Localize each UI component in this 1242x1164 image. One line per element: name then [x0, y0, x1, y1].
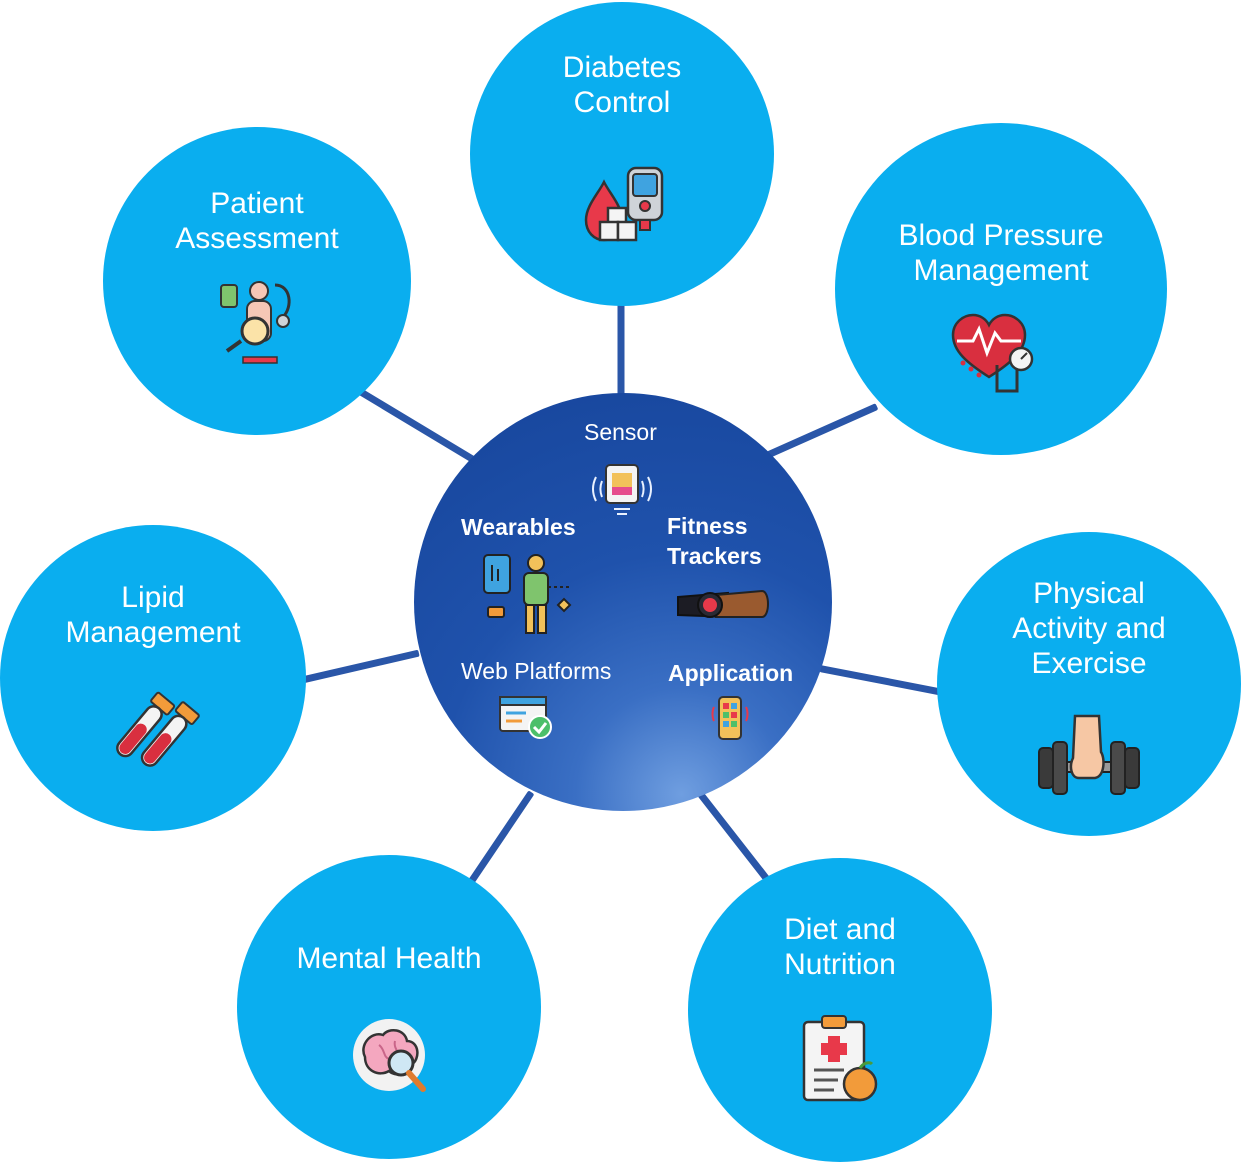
node-diet-label: Diet and Nutrition	[688, 912, 992, 982]
sensor-chip-icon	[592, 464, 652, 515]
node-diabetes-line-2: Control	[573, 86, 671, 119]
node-physical-label: Physical Activity and Exercise	[937, 576, 1241, 681]
node-patient-line-1: Patient	[210, 187, 304, 220]
hub-sensor-label: Sensor	[584, 419, 657, 445]
connector-lipid	[299, 649, 420, 684]
node-diet-line-1: Diet and	[784, 913, 896, 946]
hub-fitness-line-2: Trackers	[667, 543, 762, 569]
central-hub: Sensor Wearables Fitness Trackers	[414, 393, 832, 811]
node-diabetes-control: Diabetes Control	[470, 2, 774, 306]
node-lipid-line-2: Management	[65, 616, 241, 649]
node-physical-line-1: Physical	[1033, 577, 1145, 610]
glucose-meter-icon	[584, 166, 664, 242]
node-lipid-management: Lipid Management	[0, 525, 306, 831]
clipboard-apple-icon	[802, 1015, 878, 1102]
node-blood-pressure-management: Blood Pressure Management	[835, 123, 1167, 455]
connector-physical	[819, 665, 941, 696]
node-blood-pressure-line-2: Management	[913, 254, 1089, 287]
node-diabetes-label: Diabetes Control	[470, 50, 774, 120]
hub-fitness-trackers-label: Fitness Trackers	[667, 511, 762, 571]
connector-mental	[467, 790, 535, 886]
mobile-app-icon	[711, 696, 749, 740]
hub-application-label: Application	[668, 660, 794, 686]
connector-blood-pressure	[758, 403, 879, 462]
node-patient-assessment: Patient Assessment	[103, 127, 411, 435]
node-diabetes-line-1: Diabetes	[562, 51, 682, 84]
patient-examination-icon	[220, 281, 291, 364]
connector-patient	[358, 388, 482, 467]
node-blood-pressure-label: Blood Pressure Management	[835, 218, 1167, 288]
node-mental-health: Mental Health	[237, 855, 541, 1159]
hub-wearables-label: Wearables	[461, 514, 576, 540]
node-physical-line-2: Activity and	[1012, 612, 1166, 645]
wearable-person-icon	[483, 554, 572, 634]
node-lipid-line-1: Lipid	[121, 581, 185, 614]
node-patient-line-2: Assessment	[175, 222, 339, 255]
web-platform-icon	[499, 696, 552, 739]
node-physical-line-3: Exercise	[1031, 647, 1147, 680]
node-mental-label: Mental Health	[237, 941, 541, 976]
node-patient-label: Patient Assessment	[103, 186, 411, 256]
node-diet-line-2: Nutrition	[784, 948, 896, 981]
node-mental-line-1: Mental Health	[296, 942, 482, 975]
blood-test-tubes-icon	[116, 691, 200, 767]
brain-magnifier-icon	[353, 1019, 426, 1092]
node-blood-pressure-line-1: Blood Pressure	[898, 219, 1104, 252]
hub-fitness-line-1: Fitness	[667, 513, 748, 539]
smartwatch-icon	[677, 589, 769, 619]
hub-web-platforms-label: Web Platforms	[461, 658, 612, 684]
node-lipid-label: Lipid Management	[0, 580, 306, 650]
node-physical-activity: Physical Activity and Exercise	[937, 532, 1241, 836]
connector-diabetes	[617, 303, 625, 404]
heart-blood-pressure-icon	[951, 313, 1034, 393]
connector-diet	[697, 791, 771, 883]
dumbbell-icon	[1038, 714, 1140, 795]
node-diet-nutrition: Diet and Nutrition	[688, 858, 992, 1162]
